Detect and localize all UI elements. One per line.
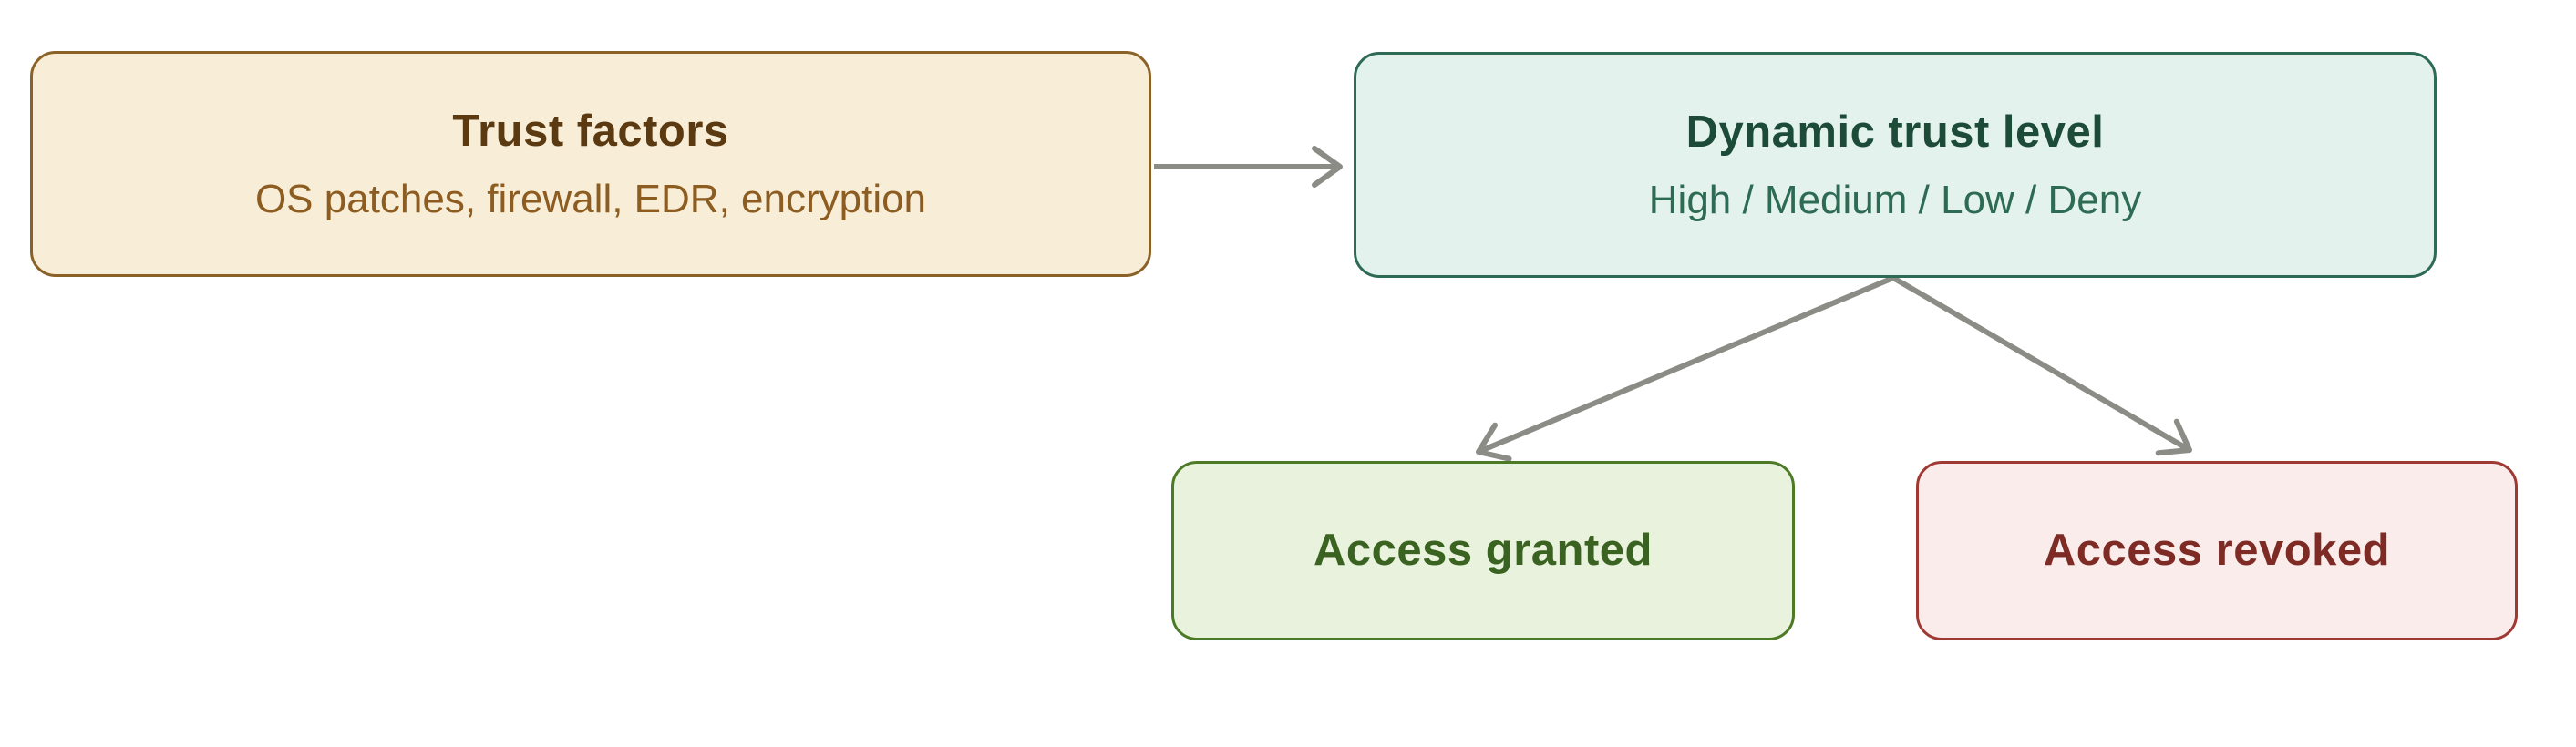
arrow-dynamic-to-revoked: [1891, 275, 2192, 456]
node-access-granted-title: Access granted: [1314, 526, 1653, 576]
node-dynamic-trust-level-subtitle: High / Medium / Low / Deny: [1648, 177, 2142, 222]
node-dynamic-trust-level: Dynamic trust level High / Medium / Low …: [1354, 52, 2437, 278]
node-access-revoked: Access revoked: [1916, 461, 2518, 640]
node-trust-factors-title: Trust factors: [452, 106, 729, 156]
node-trust-factors: Trust factors OS patches, firewall, EDR,…: [30, 51, 1151, 277]
node-access-granted: Access granted: [1171, 461, 1795, 640]
arrow-dynamic-to-granted: [1476, 275, 1895, 462]
node-access-revoked-title: Access revoked: [2043, 526, 2391, 576]
node-dynamic-trust-level-title: Dynamic trust level: [1685, 107, 2105, 157]
node-trust-factors-subtitle: OS patches, firewall, EDR, encryption: [254, 176, 927, 221]
